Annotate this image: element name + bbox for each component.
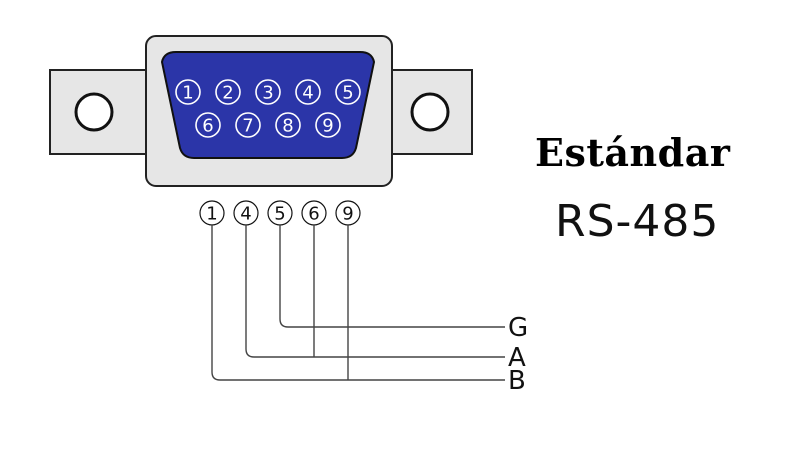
pin-circle: [175, 79, 201, 105]
wire-B-pin-1: [211, 225, 505, 381]
pin-number: 8: [282, 116, 293, 137]
connector-pin-8: 8: [275, 112, 301, 138]
connector-face: [160, 51, 376, 159]
pin-number: 4: [302, 83, 313, 104]
wired-pin-1: 1: [199, 200, 225, 226]
wire-lines: [211, 225, 505, 381]
pin-circle: [195, 112, 221, 138]
connector-pin-2: 2: [215, 79, 241, 105]
wired-pin-number: 1: [206, 204, 217, 225]
wired-pin-labels: 1 4 5 6 9: [199, 200, 361, 226]
pin-circle: [315, 112, 341, 138]
wired-pin-4: 4: [233, 200, 259, 226]
pin-number: 2: [222, 83, 233, 104]
pin-number: 3: [262, 83, 273, 104]
pin-circle: [215, 79, 241, 105]
pin-number: 1: [182, 83, 193, 104]
pin-circle: [235, 112, 261, 138]
mounting-hole-left: [74, 92, 114, 132]
pin-number: 6: [202, 116, 213, 137]
signal-label-B: B: [508, 366, 526, 396]
wired-pin-number: 6: [308, 204, 319, 225]
wired-pin-number: 5: [274, 204, 285, 225]
signal-label-G: G: [508, 313, 528, 343]
wire-A-pin-4: [245, 225, 505, 358]
title-line-1: Estándar: [535, 130, 731, 175]
connector-pin-9: 9: [315, 112, 341, 138]
connector-pin-7: 7: [235, 112, 261, 138]
connector-pin-4: 4: [295, 79, 321, 105]
pin-circle: [295, 79, 321, 105]
wired-pin-6: 6: [301, 200, 327, 226]
wired-pin-9: 9: [335, 200, 361, 226]
connector-pin-1: 1: [175, 79, 201, 105]
connector-pins: 1 2 3 4 5 6 7 8 9: [175, 79, 361, 138]
pin-number: 7: [242, 116, 253, 137]
connector-pin-5: 5: [335, 79, 361, 105]
signal-label-A: A: [508, 343, 526, 373]
pin-circle: [275, 112, 301, 138]
wired-pin-5: 5: [267, 200, 293, 226]
pin-number: 9: [322, 116, 333, 137]
wired-pin-number: 9: [342, 204, 353, 225]
mounting-hole-right: [410, 92, 450, 132]
signal-labels: GAB: [508, 313, 528, 396]
connector-pin-6: 6: [195, 112, 221, 138]
wire-G-pin-5: [279, 225, 505, 328]
pin-circle: [255, 79, 281, 105]
pin-number: 5: [342, 83, 353, 104]
title-line-2: RS-485: [555, 196, 720, 247]
pin-circle: [335, 79, 361, 105]
wired-pin-number: 4: [240, 204, 251, 225]
connector-pin-3: 3: [255, 79, 281, 105]
